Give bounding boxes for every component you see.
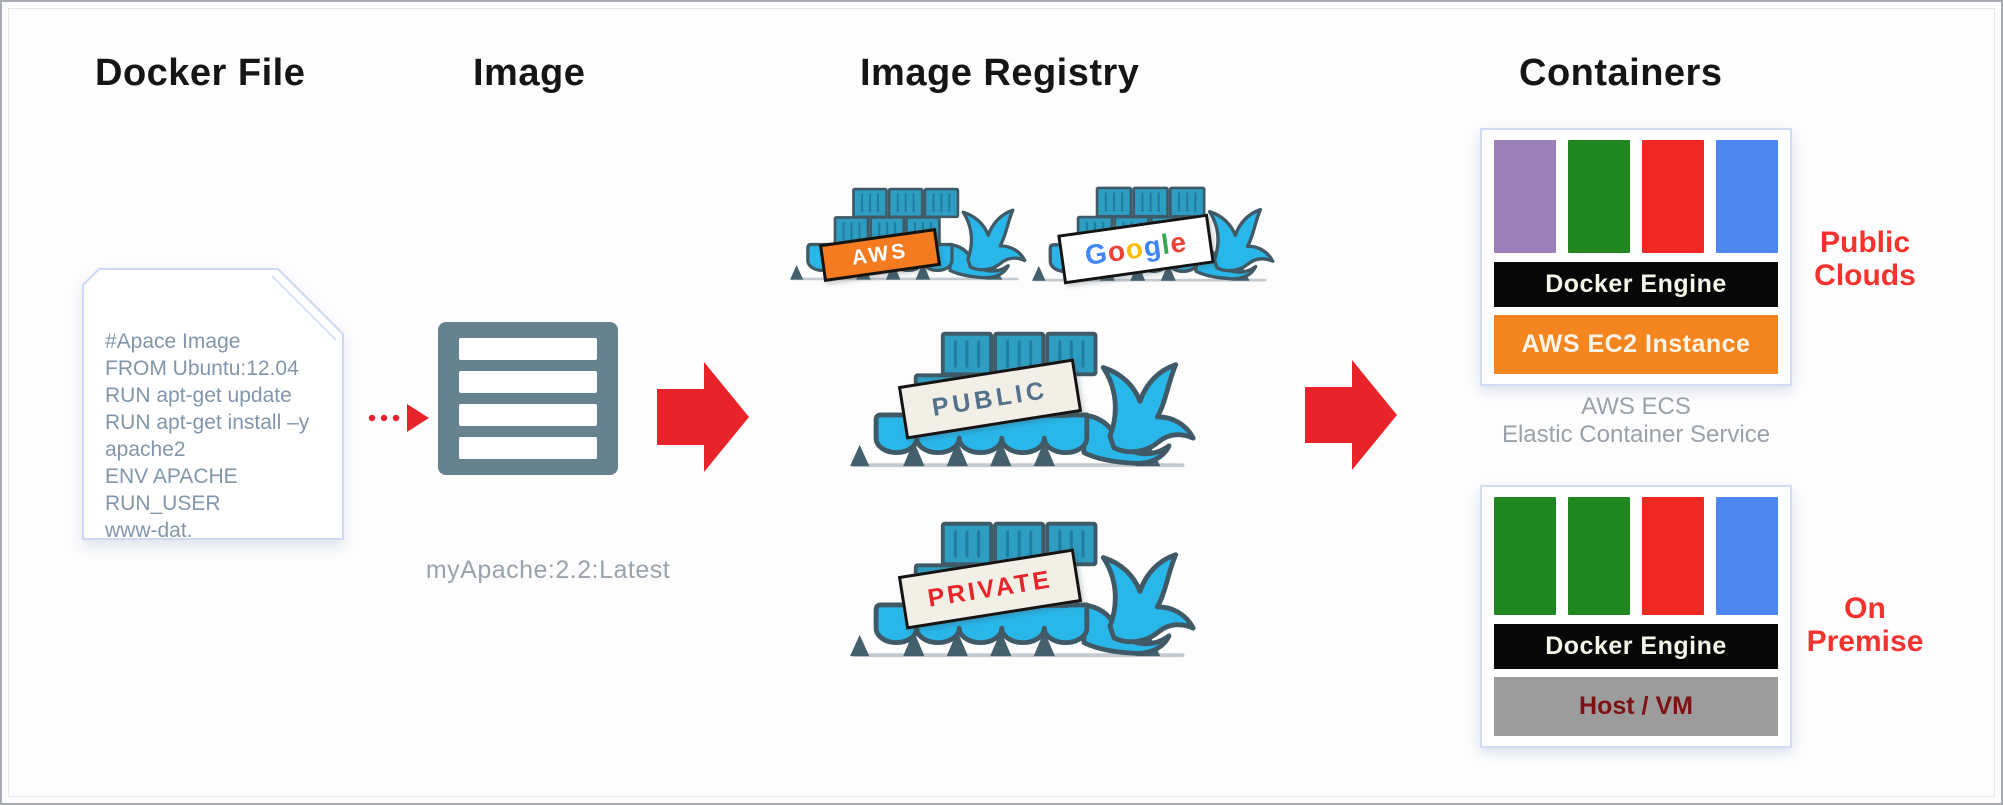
arrow-right-icon: [1305, 360, 1397, 470]
image-tag-label: myApache:2.2:Latest: [425, 556, 671, 584]
arrow-right-icon: [657, 362, 749, 472]
image-icon: [438, 322, 618, 475]
aws-ec2-instance-bar: AWS EC2 Instance: [1494, 315, 1778, 374]
container-bars: [1494, 497, 1778, 615]
code-line: FROM Ubuntu:12.04: [105, 357, 299, 380]
on-premise-label: On Premise: [1795, 592, 1935, 658]
column-title-image: Image: [473, 52, 586, 94]
docker-engine-bar: Docker Engine: [1494, 624, 1778, 669]
container-bar: [1568, 140, 1630, 253]
container-bar: [1494, 497, 1556, 615]
public-cloud-stack: Docker Engine AWS EC2 Instance: [1480, 128, 1792, 386]
public-clouds-line1: Public: [1819, 226, 1910, 259]
aws-banner-label: AWS: [850, 239, 910, 270]
image-layer-bar: [459, 437, 597, 459]
docker-engine-bar: Docker Engine: [1494, 262, 1778, 307]
public-banner-label: PUBLIC: [929, 375, 1050, 422]
on-premise-stack: Docker Engine Host / VM: [1480, 485, 1792, 748]
public-clouds-line2: Clouds: [1814, 259, 1916, 292]
code-line: www-dat.: [105, 519, 193, 542]
image-layer-bar: [459, 371, 597, 393]
column-title-docker-file: Docker File: [95, 52, 306, 94]
column-title-image-registry: Image Registry: [860, 52, 1140, 94]
column-title-containers: Containers: [1519, 52, 1723, 94]
container-bar: [1716, 140, 1778, 253]
private-banner-label: PRIVATE: [925, 564, 1055, 613]
host-vm-bar: Host / VM: [1494, 677, 1778, 736]
container-bar: [1494, 140, 1556, 253]
dockerfile-document: #Apace Image FROM Ubuntu:12.04 RUN apt-g…: [82, 268, 344, 542]
container-bar: [1716, 497, 1778, 615]
document-shape-icon: [82, 268, 344, 540]
code-line: RUN apt-get update: [105, 384, 292, 407]
public-clouds-label: Public Clouds: [1795, 226, 1935, 292]
dotted-arrow-icon: [368, 404, 429, 432]
dockerfile-code: #Apace Image FROM Ubuntu:12.04 RUN apt-g…: [105, 328, 344, 544]
code-line: RUN apt-get install –y: [105, 411, 310, 434]
on-premise-line2: Premise: [1806, 625, 1924, 658]
container-bars: [1494, 140, 1778, 253]
ecs-caption-line2: Elastic Container Service: [1501, 421, 1771, 448]
ecs-caption: AWS ECS Elastic Container Service: [1480, 393, 1792, 449]
code-line: ENV APACHE RUN_USER: [105, 465, 238, 515]
container-bar: [1642, 497, 1704, 615]
code-line: #Apace Image: [105, 330, 241, 353]
image-layer-bar: [459, 404, 597, 426]
container-bar: [1568, 497, 1630, 615]
google-banner-label: Google: [1083, 226, 1189, 271]
container-bar: [1642, 140, 1704, 253]
code-line: apache2: [105, 438, 186, 461]
on-premise-line1: On: [1844, 592, 1886, 625]
image-layer-bar: [459, 338, 597, 360]
ecs-caption-line1: AWS ECS: [1581, 393, 1691, 420]
